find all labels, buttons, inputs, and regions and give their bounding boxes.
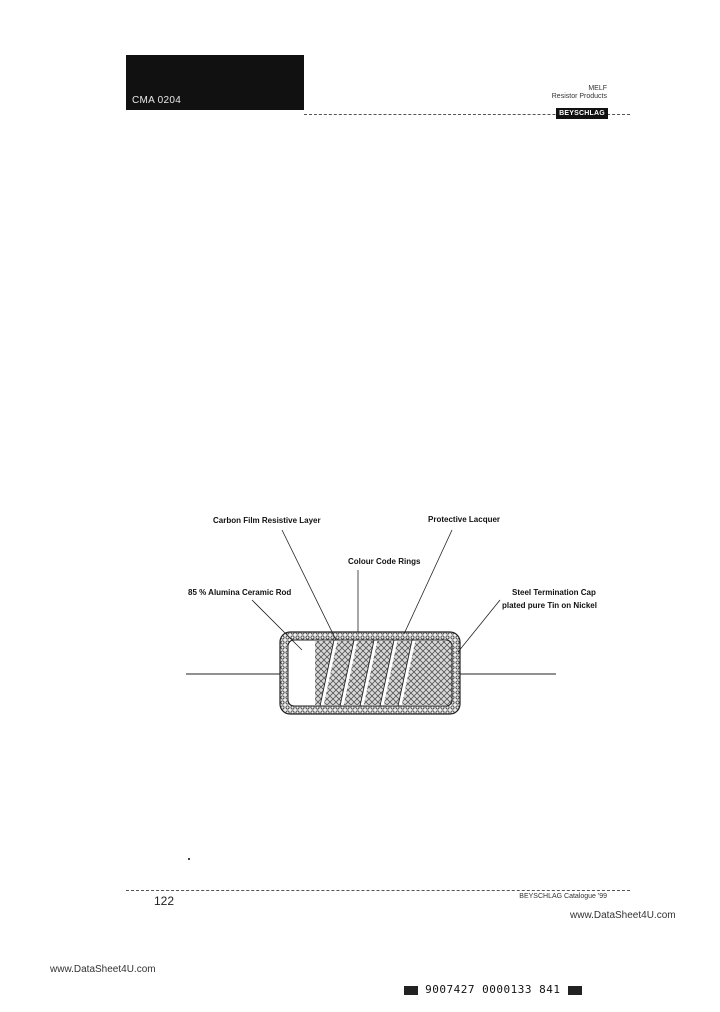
leader-protective-lacquer (403, 529, 453, 635)
footer-divider (126, 890, 630, 891)
page-number: 122 (154, 894, 175, 908)
label-protective-lacquer: Protective Lacquer (428, 515, 501, 524)
label-alumina-rod: 85 % Alumina Ceramic Rod (188, 588, 292, 597)
barcode-block-left (404, 985, 418, 995)
helical-grooves (320, 639, 416, 707)
barcode-line: 9007427 0000133 841 (404, 983, 582, 996)
leader-steel-cap (457, 599, 501, 653)
watermark-url-left[interactable]: www.DataSheet4U.com (50, 964, 156, 975)
catalogue-name: BEYSCHLAG Catalogue '99 (519, 893, 607, 900)
header-title-box: CMA 0204 (126, 55, 304, 110)
stray-mark (188, 858, 190, 860)
label-colour-code: Colour Code Rings (348, 557, 421, 566)
leader-alumina (251, 599, 303, 651)
leader-carbon-film (281, 529, 337, 641)
label-carbon-film: Carbon Film Resistive Layer (213, 516, 321, 525)
label-steel-cap: Steel Termination Cap (512, 588, 596, 597)
header-divider (304, 114, 630, 115)
barcode-block-right (567, 985, 582, 995)
header-category: MELF (588, 85, 607, 92)
watermark-url-right[interactable]: www.DataSheet4U.com (570, 910, 676, 921)
barcode-number: 9007427 0000133 841 (425, 983, 561, 996)
header-subcategory: Resistor Products (551, 93, 607, 100)
label-steel-cap-plating: plated pure Tin on Nickel (502, 601, 597, 610)
brand-logo: BEYSCHLAG (556, 108, 608, 119)
product-title: CMA 0204 (132, 95, 182, 106)
